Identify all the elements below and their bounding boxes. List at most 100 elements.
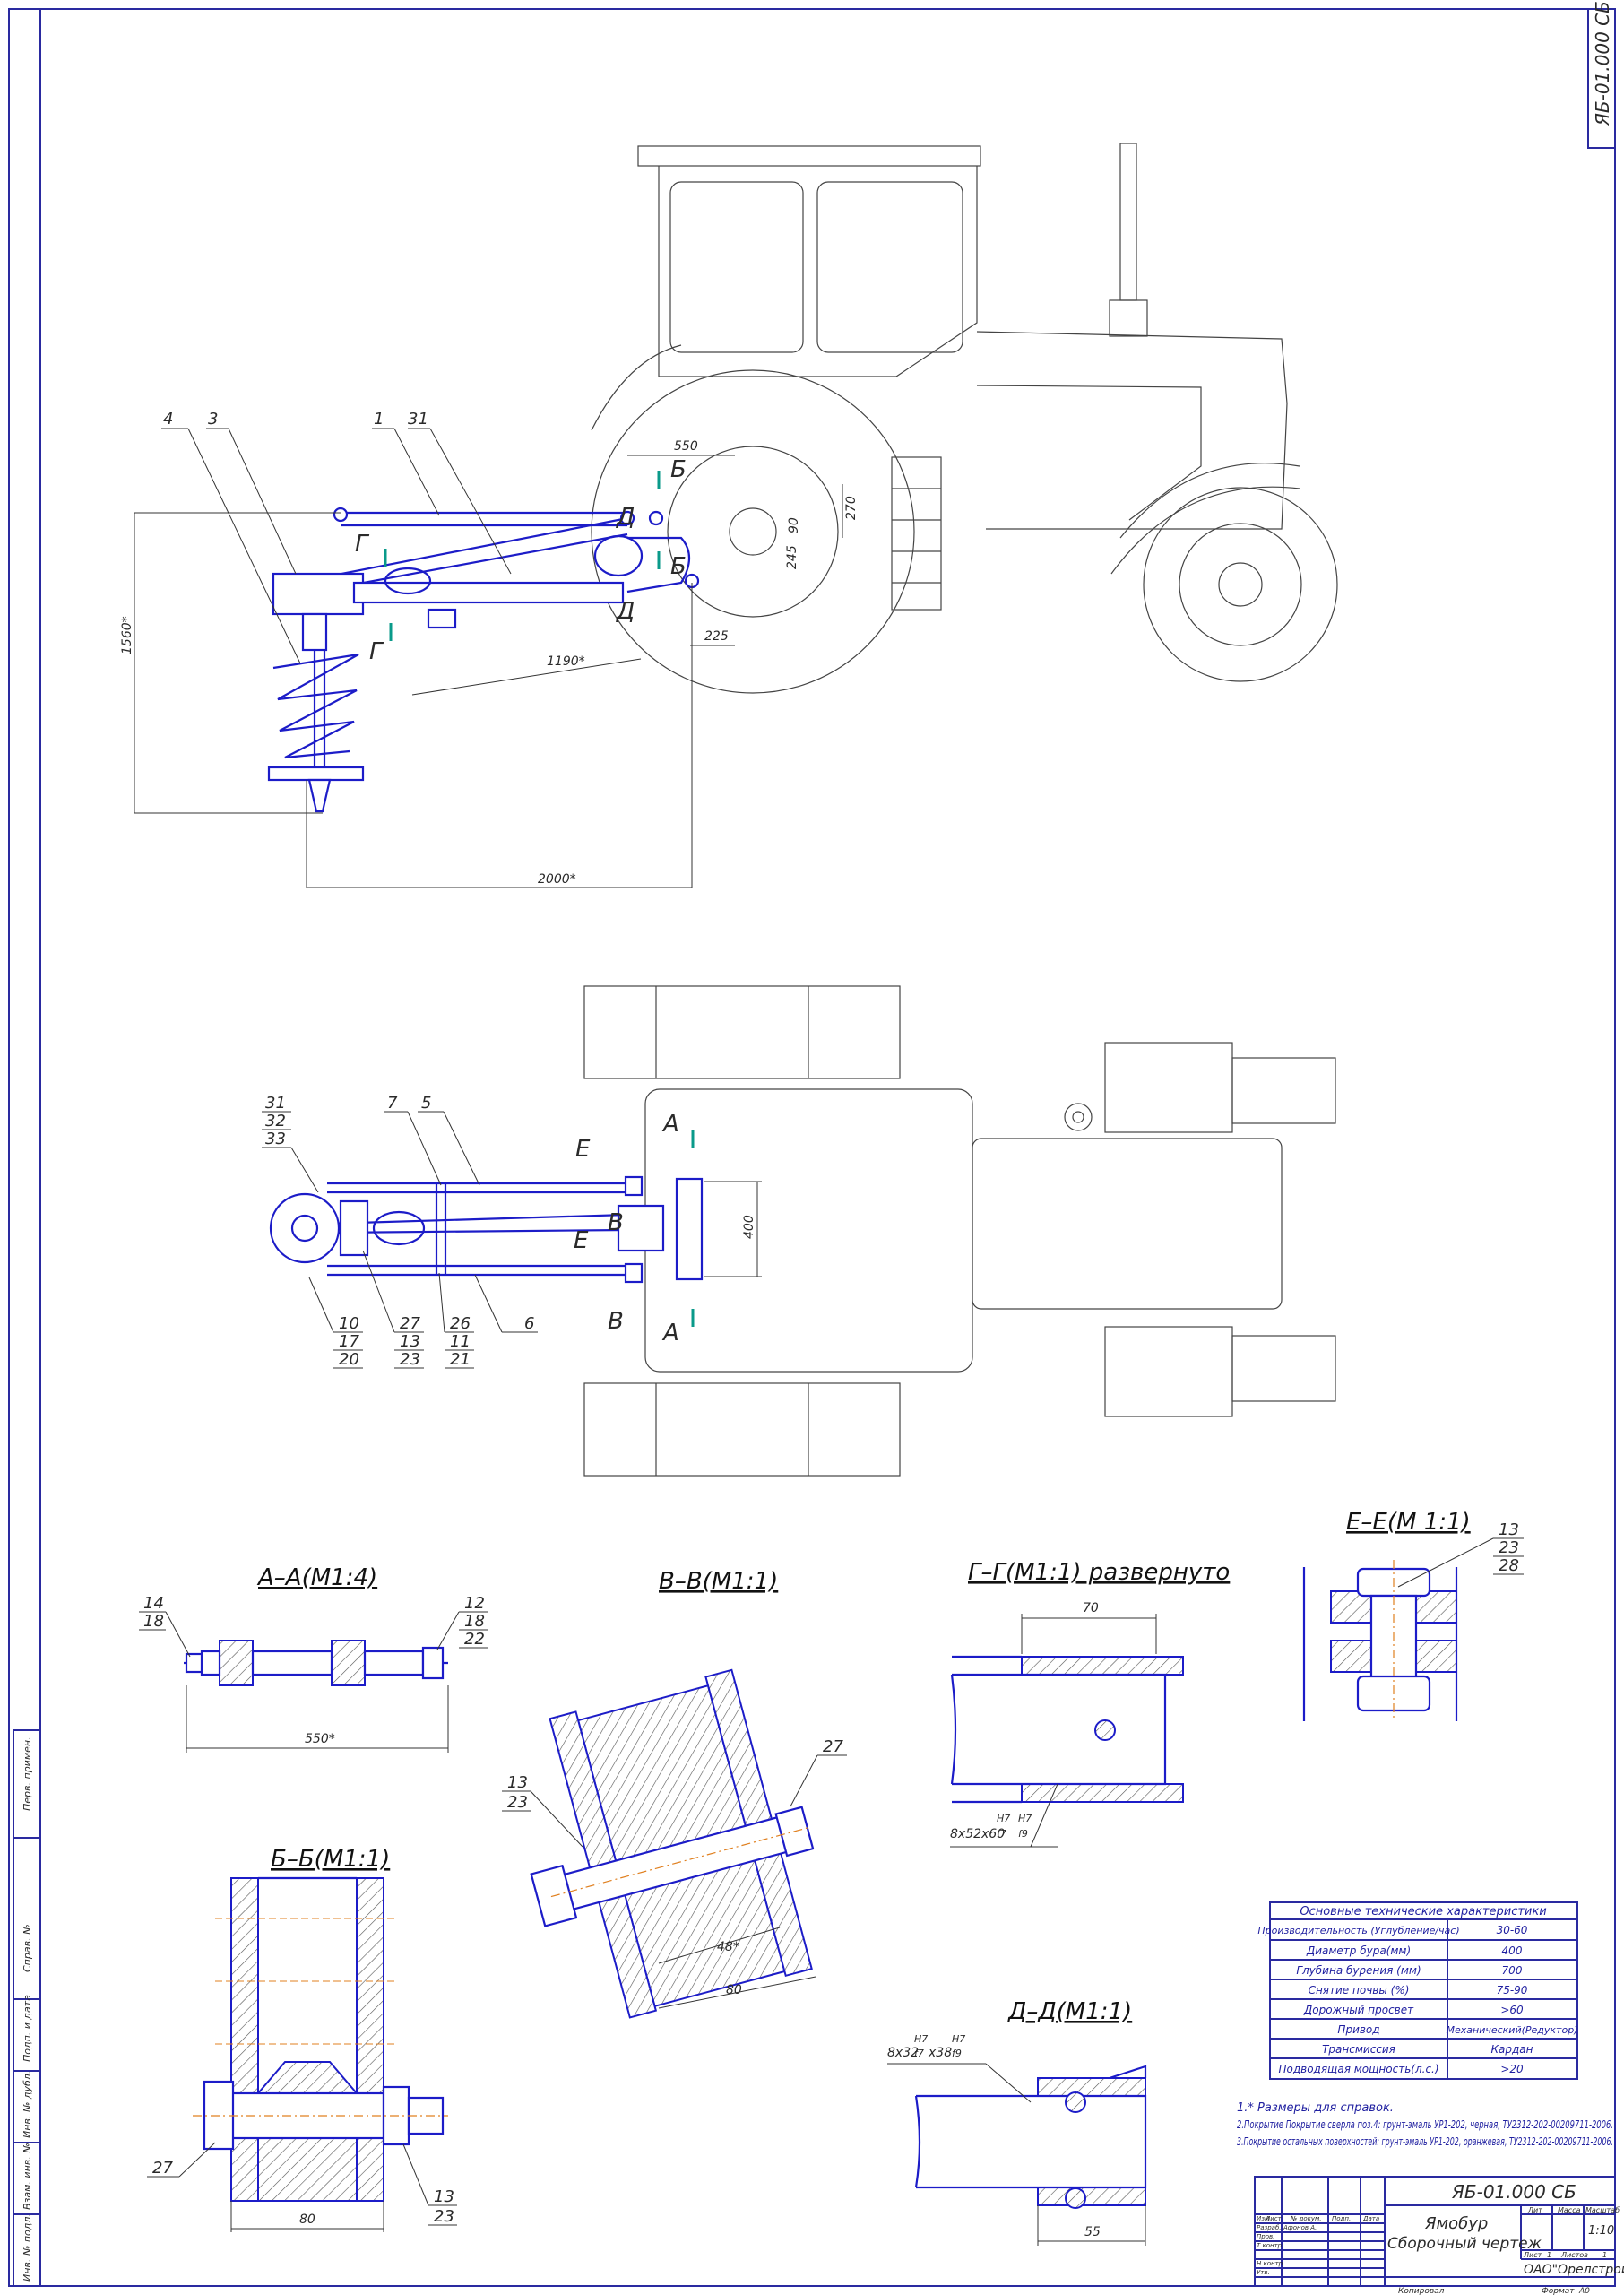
section-gg-title: Г–Г(М1:1) развернуто xyxy=(968,1559,1230,1586)
pos-31: 31 xyxy=(408,410,428,429)
aa-pos-22: 22 xyxy=(464,1630,485,1649)
section-vv-title: В–В(М1:1) xyxy=(659,1568,778,1595)
auger-implement xyxy=(267,507,700,813)
dd-spline-a: 8x32 xyxy=(887,2046,919,2060)
dd-spline-e: H7 xyxy=(952,2033,965,2045)
tb-col-0: Лист xyxy=(1265,2215,1283,2222)
spec-value-5: Механический(Редуктор) xyxy=(1447,2024,1578,2036)
dim-225: 225 xyxy=(704,629,729,644)
tb-col-lit: Лит xyxy=(1527,2206,1542,2214)
section-gg: Г–Г(М1:1) развернуто 70 8x52x60 H7 f7 H7… xyxy=(950,1559,1230,1848)
bb-dim-80: 80 xyxy=(299,2213,315,2227)
tb-col-2: Подп. xyxy=(1332,2215,1351,2222)
specs-header: Основные технические характеристики xyxy=(1300,1905,1546,1918)
aa-dim-550: 550* xyxy=(305,1732,335,1746)
pos-32: 32 xyxy=(265,1112,286,1130)
pos-4: 4 xyxy=(163,410,173,429)
tb-role-5: Утв. xyxy=(1257,2269,1270,2276)
mark-e-top: Е xyxy=(575,1136,591,1163)
spec-value-0: 30-60 xyxy=(1497,1924,1528,1936)
pos-17: 17 xyxy=(339,1332,359,1351)
tb-role-3: Т.контр. xyxy=(1257,2242,1283,2249)
gg-spline-f7: f7 xyxy=(997,1828,1006,1840)
pos-5: 5 xyxy=(421,1094,431,1113)
gg-dim-70: 70 xyxy=(1083,1601,1099,1615)
stamp-inv-dubl: Инв. № дубл. xyxy=(22,2071,33,2138)
vv-dim-48: 48* xyxy=(717,1940,739,1954)
mark-g-bottom: Г xyxy=(369,638,384,665)
pos-3: 3 xyxy=(208,410,218,429)
pos-13-top: 13 xyxy=(400,1332,420,1351)
top-dimensions: 400 xyxy=(704,1181,762,1277)
vv-dim-80: 80 xyxy=(726,1983,742,1997)
gg-spline-f9: f9 xyxy=(1018,1828,1028,1840)
tb-col-scale: Масштаб xyxy=(1585,2206,1620,2214)
spec-name-6: Трансмиссия xyxy=(1322,2043,1395,2056)
tb-org: ОАО"Орелстроймаш" xyxy=(1524,2263,1624,2277)
spec-value-4: >60 xyxy=(1500,2004,1524,2016)
auger-top xyxy=(269,1175,704,1284)
pos-7: 7 xyxy=(387,1094,398,1113)
main-dimensions: 1560* 2000* 1190* 550 270 90 245 225 xyxy=(120,439,859,888)
top-position-leaders: 31 32 33 7 5 6 10 17 20 27 13 23 26 11 2… xyxy=(262,1094,538,1369)
section-ee: Е–Е(М 1:1) 13 23 28 xyxy=(1302,1509,1524,1721)
tb-copied: Копировал xyxy=(1398,2287,1445,2295)
stamp-podp-data-1: Подп. и дата xyxy=(22,1995,33,2062)
section-aa-title: А–А(М1:4) xyxy=(256,1564,377,1591)
top-view: 400 А А Е Е В В 31 32 33 7 5 6 10 17 20 xyxy=(262,985,1336,1477)
aa-pos-12: 12 xyxy=(464,1594,485,1613)
gg-spline-base: 8x52x60 xyxy=(950,1827,1005,1841)
pos-33: 33 xyxy=(265,1130,286,1148)
vv-pos-23: 23 xyxy=(507,1793,528,1812)
note-3: 3.Покрытие остальных поверхностей: грунт… xyxy=(1237,2135,1613,2148)
tb-name-2: Сборочный чертеж xyxy=(1387,2235,1542,2253)
spec-name-3: Снятие почвы (%) xyxy=(1309,1984,1410,1996)
dd-spline-c: H7 xyxy=(914,2033,928,2045)
spec-value-6: Кардан xyxy=(1491,2043,1533,2056)
pos-21: 21 xyxy=(450,1350,471,1369)
ee-pos-13: 13 xyxy=(1499,1520,1519,1539)
stamp-sprav-no: Справ. № xyxy=(22,1924,33,1972)
main-side-view: 1560* 2000* 1190* 550 270 90 245 225 4 3… xyxy=(120,143,1338,888)
bb-pos-13: 13 xyxy=(434,2187,454,2206)
tb-col-3: Дата xyxy=(1362,2215,1379,2222)
pos-11: 11 xyxy=(450,1332,471,1351)
section-dd-title: Д–Д(М1:1) xyxy=(1007,1998,1132,2025)
pos-1: 1 xyxy=(374,410,384,429)
tb-role-1: Разраб. xyxy=(1257,2224,1282,2231)
spec-name-2: Глубина бурения (мм) xyxy=(1296,1964,1421,1977)
ee-pos-23: 23 xyxy=(1499,1538,1519,1557)
dim-2000: 2000* xyxy=(538,872,576,887)
stamp-vzam-inv: Взам. инв. № xyxy=(22,2143,33,2210)
mark-b-top: Б xyxy=(670,456,687,483)
mark-a-bottom: А xyxy=(661,1320,679,1347)
tb-sheet-label: Лист xyxy=(1523,2251,1542,2259)
top-section-marks: А А Е Е В В xyxy=(574,1111,695,1347)
aa-pos-14: 14 xyxy=(143,1594,164,1613)
section-aa: А–А(М1:4) 550* 14 18 12 18 22 xyxy=(139,1564,488,1753)
stamp-inv-podl: Инв. № подл. xyxy=(22,2213,33,2282)
tb-format-label: Формат xyxy=(1542,2287,1575,2295)
side-stamp-column: Перв. примен. Справ. № Подп. и дата Инв.… xyxy=(13,1729,41,2287)
mark-b-bottom: Б xyxy=(670,553,687,580)
mark-d-top: Д xyxy=(616,504,635,531)
spec-name-4: Дорожный просвет xyxy=(1303,2004,1414,2016)
tb-code: ЯБ-01.000 СБ xyxy=(1451,2181,1576,2203)
mark-e-bottom: Е xyxy=(574,1227,589,1254)
main-position-leaders: 4 3 1 31 xyxy=(161,410,512,664)
spec-value-2: 700 xyxy=(1502,1964,1523,1977)
spec-value-3: 75-90 xyxy=(1497,1984,1528,1996)
notes: 1.* Размеры для справок. 2.Покрытие Покр… xyxy=(1237,2101,1613,2148)
spec-value-1: 400 xyxy=(1502,1944,1523,1957)
gg-spline-h7a: H7 xyxy=(997,1813,1010,1824)
main-section-marks: Б Б Г Г Д Д xyxy=(355,456,687,665)
mark-a-top: А xyxy=(661,1111,679,1138)
top-code-text: ЯБ-01.000 СБ xyxy=(1592,1,1613,126)
title-block: ЯБ-01.000 СБ Ямобур Сборочный чертеж Лит… xyxy=(1254,2176,1624,2295)
dd-spline-b: x38 xyxy=(928,2046,952,2060)
vv-pos-27: 27 xyxy=(823,1737,843,1756)
dim-550: 550 xyxy=(674,439,698,454)
pos-23-top: 23 xyxy=(400,1350,420,1369)
dd-dim-55: 55 xyxy=(1084,2225,1101,2239)
spec-name-0: Производительность (Углубление/час) xyxy=(1257,1925,1459,1936)
